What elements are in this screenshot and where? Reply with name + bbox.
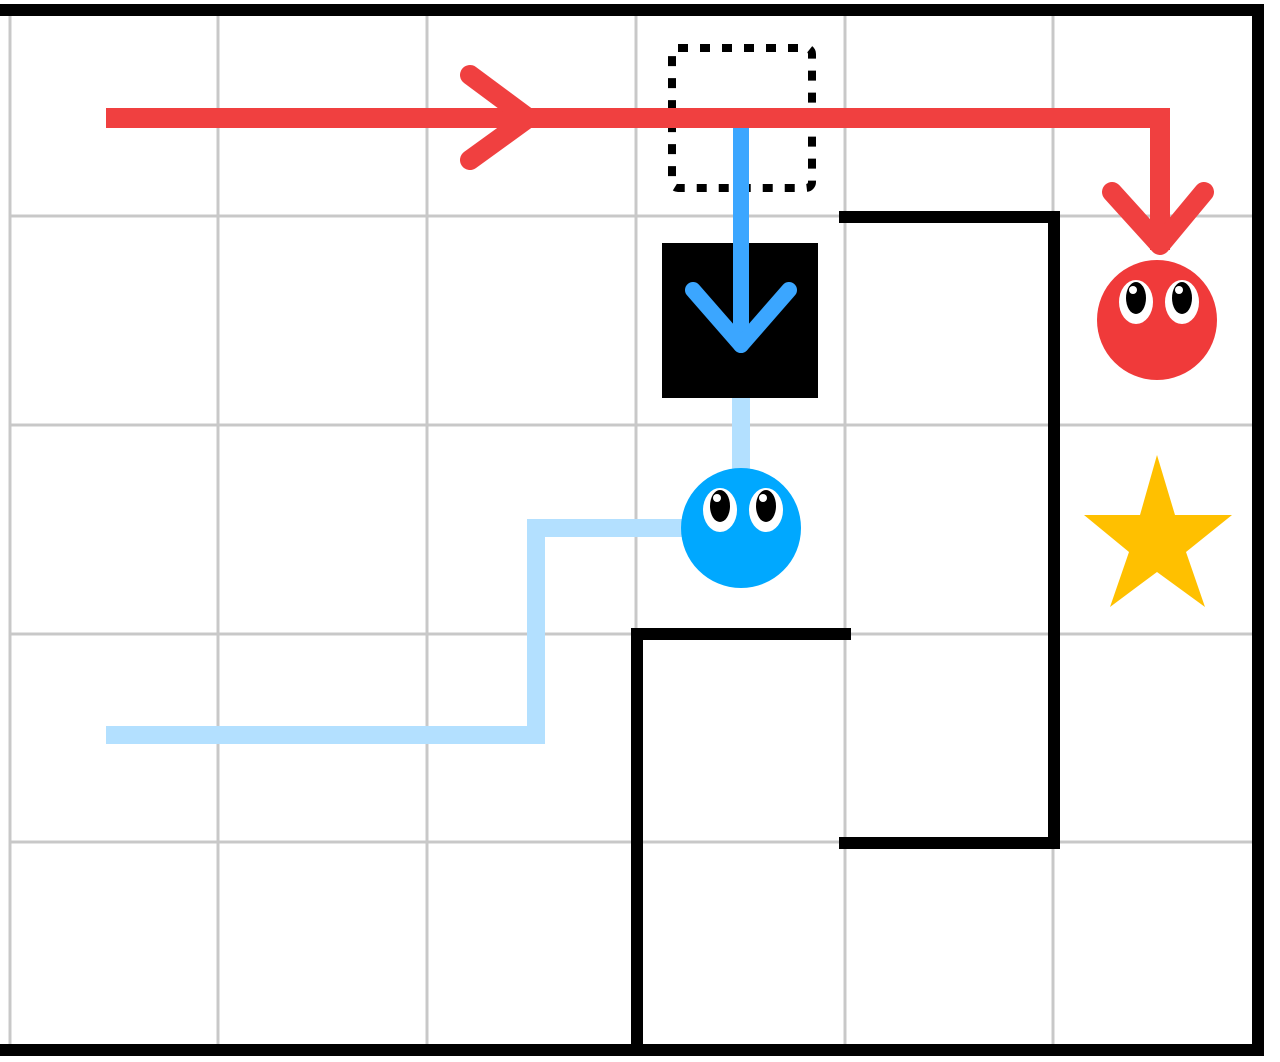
arrow-right-chevron xyxy=(460,65,538,170)
blue-ball-trail xyxy=(106,519,690,744)
outer-wall xyxy=(0,4,1264,1056)
inner-wall-bottom xyxy=(631,628,851,1056)
walls xyxy=(0,4,1264,1056)
red-ball-with-eyes-icon[interactable] xyxy=(1097,260,1217,380)
arrow-down-chevron xyxy=(1102,182,1214,255)
blue-arrow-down xyxy=(685,117,797,353)
red-ball-path-arrow xyxy=(106,65,1214,255)
blue-ball-with-eyes-icon[interactable] xyxy=(681,468,801,588)
inner-wall-right xyxy=(839,211,1060,849)
star-icon xyxy=(1084,455,1232,607)
